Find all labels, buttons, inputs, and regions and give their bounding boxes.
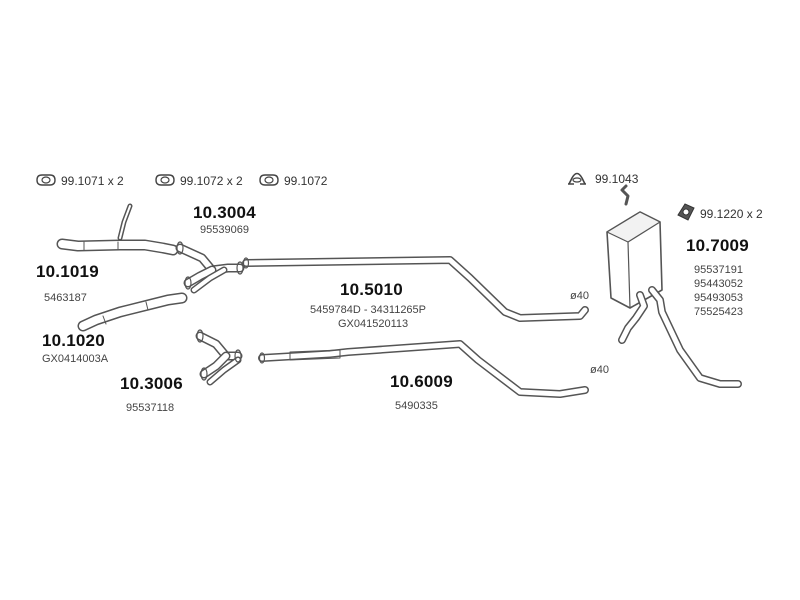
- part-ref-10-1020: GX0414003A: [42, 353, 109, 365]
- flange-gasket-icon: [35, 173, 57, 192]
- part-number-10-1020: 10.1020: [42, 331, 105, 350]
- gasket-label-99-1071: 99.1071 x 2: [61, 174, 124, 188]
- flange-gasket-icon: [258, 173, 280, 192]
- part-number-10-6009: 10.6009: [390, 372, 453, 391]
- part-number-10-3006: 10.3006: [120, 374, 183, 393]
- rear-silencer-10-7009-drawing: [606, 184, 742, 388]
- part-ref-10-6009: 5490335: [395, 400, 438, 412]
- part-ref-10-1019: 5463187: [44, 292, 87, 304]
- part-ref-10-7009-d: 75525423: [694, 306, 743, 318]
- part-ref-10-3004: 95539069: [200, 224, 249, 236]
- gasket-label-99-1072: 99.1072: [284, 174, 328, 188]
- part-number-10-3004: 10.3004: [193, 203, 256, 222]
- front-pipe-10-1020-drawing: [77, 292, 188, 332]
- part-number-10-7009: 10.7009: [686, 236, 749, 255]
- clamp-label-99-1043: 99.1043: [595, 172, 639, 186]
- front-pipe-10-1019-drawing: [56, 203, 179, 256]
- y-pipe-10-3006-drawing: [195, 329, 243, 386]
- part-number-10-5010: 10.5010: [340, 280, 403, 299]
- diameter-label-upper: ø40: [570, 290, 589, 302]
- y-pipe-10-3004-drawing: [175, 241, 245, 294]
- intermediate-pipe-10-5010-drawing: [242, 256, 589, 322]
- part-ref-10-7009-c: 95493053: [694, 292, 743, 304]
- gasket-label-99-1072-x2: 99.1072 x 2: [180, 174, 243, 188]
- flange-gasket-icon: [676, 202, 696, 227]
- part-ref-10-3006: 95537118: [126, 402, 175, 414]
- part-ref-10-5010-a: 5459784D - 34311265P: [310, 304, 427, 316]
- part-number-10-1019: 10.1019: [36, 262, 99, 281]
- part-ref-10-7009-b: 95443052: [694, 278, 743, 290]
- diameter-label-lower: ø40: [590, 364, 609, 376]
- part-ref-10-5010-b: GX041520113: [338, 318, 409, 330]
- intermediate-pipe-10-6009-drawing: [258, 340, 589, 398]
- flange-gasket-icon: [154, 173, 176, 192]
- part-ref-10-7009-a: 95537191: [694, 264, 743, 276]
- pipe-clamp-icon: [566, 166, 588, 193]
- gasket-label-99-1220: 99.1220 x 2: [700, 207, 763, 221]
